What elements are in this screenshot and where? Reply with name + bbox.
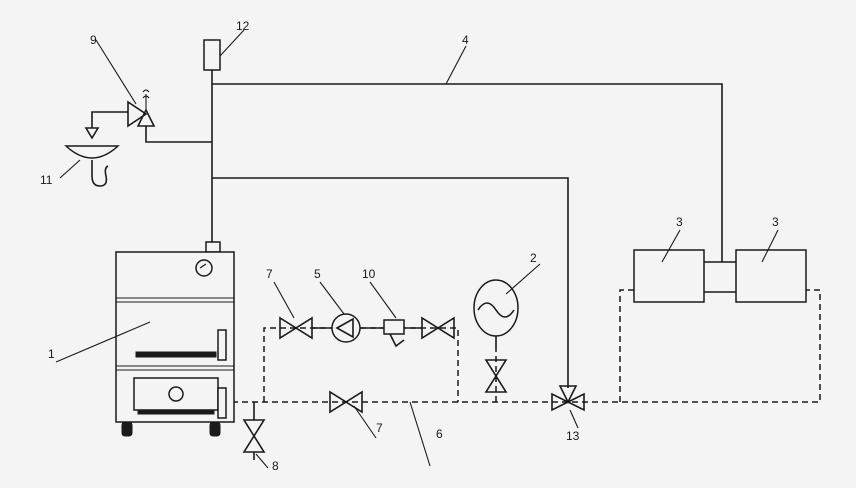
label-three-way-valve: 13 bbox=[566, 429, 580, 443]
valve-bottom bbox=[329, 390, 363, 414]
drain-valve bbox=[242, 402, 266, 460]
sink-siphon bbox=[91, 160, 109, 187]
label-radiator-right: 3 bbox=[772, 215, 779, 229]
label-supply-line: 4 bbox=[462, 33, 469, 47]
air-vent bbox=[203, 39, 221, 71]
supply-pipes bbox=[145, 70, 736, 388]
boiler-flue-outlet bbox=[205, 241, 221, 253]
door-handle-upper bbox=[217, 329, 227, 361]
pipe-to-safety-valve bbox=[145, 126, 212, 143]
leader-lines bbox=[55, 29, 779, 469]
radiator-left bbox=[633, 249, 705, 303]
pump-bypass-loop bbox=[263, 327, 459, 402]
label-drain-sink: 11 bbox=[40, 173, 53, 187]
supply-line-4 bbox=[212, 83, 723, 262]
label-drain-valve: 8 bbox=[272, 459, 279, 473]
label-radiator-left: 3 bbox=[676, 215, 683, 229]
radiator-right bbox=[735, 249, 807, 303]
expansion-tank bbox=[473, 279, 519, 393]
label-boiler: 1 bbox=[48, 347, 55, 361]
label-expansion-tank: 2 bbox=[530, 251, 537, 265]
safety-drain-pipe bbox=[91, 111, 128, 128]
label-pump: 5 bbox=[314, 267, 321, 281]
boiler bbox=[115, 241, 235, 437]
air-damper bbox=[168, 386, 184, 402]
label-valve-pump-left: 7 bbox=[266, 267, 273, 281]
circulation-pump bbox=[331, 313, 361, 343]
label-return-line: 6 bbox=[436, 427, 443, 441]
radiator-left-return bbox=[619, 289, 634, 402]
pressure-gauge bbox=[195, 259, 213, 277]
callout-labels: 1 2 3 3 4 5 6 7 7 8 9 10 11 12 13 bbox=[40, 19, 779, 473]
door-vent-upper bbox=[135, 351, 217, 358]
door-handle-lower bbox=[217, 387, 227, 419]
drain-sink bbox=[64, 127, 120, 187]
label-valve-bottom: 7 bbox=[376, 421, 383, 435]
label-safety-valve: 9 bbox=[90, 33, 97, 47]
label-filter: 10 bbox=[362, 267, 376, 281]
return-pipes bbox=[232, 289, 821, 403]
safety-valve bbox=[91, 89, 156, 128]
boiler-foot-right bbox=[209, 421, 221, 437]
boiler-foot-left bbox=[121, 421, 133, 437]
filter bbox=[383, 319, 405, 348]
sink-basin bbox=[64, 145, 120, 159]
label-air-vent: 12 bbox=[236, 19, 250, 33]
supply-to-three-way-valve bbox=[212, 177, 569, 388]
door-vent-lower bbox=[137, 409, 215, 415]
three-way-valve bbox=[551, 385, 585, 412]
return-line-6 bbox=[232, 289, 821, 403]
valve-pump-right bbox=[421, 316, 455, 340]
tank-membrane bbox=[477, 302, 515, 318]
